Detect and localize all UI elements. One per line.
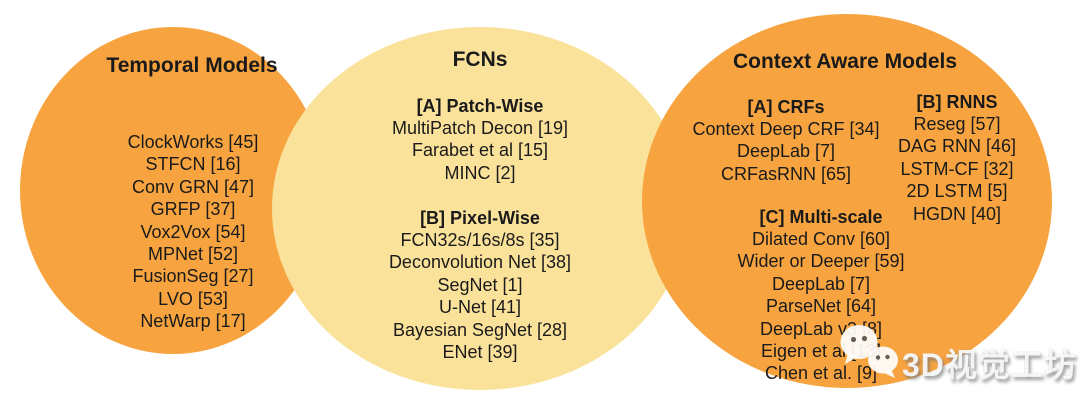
model-entry: U-Net [41] bbox=[438, 297, 522, 318]
model-entry: CRFasRNN [65] bbox=[720, 163, 852, 184]
model-entry: STFCN [16] bbox=[145, 154, 241, 175]
model-entry: MultiPatch Decon [19] bbox=[391, 118, 569, 138]
fcns-ellipse bbox=[272, 27, 688, 390]
watermark: 3D视觉工坊 bbox=[838, 322, 1077, 389]
model-entry: FusionSeg [27] bbox=[132, 266, 254, 287]
fcns-title: FCNs bbox=[452, 48, 508, 71]
model-entry: Reseg [57] bbox=[913, 114, 1001, 134]
model-entry: GRFP [37] bbox=[150, 199, 236, 220]
context-multi-scale-label: [C] Multi-scale bbox=[759, 207, 883, 227]
fcns-pixel-wise-list: FCN32s/16s/8s [35] Deconvolution Net [38… bbox=[330, 229, 630, 363]
fcns-pixel-wise-label: [B] Pixel-Wise bbox=[420, 208, 540, 228]
model-entry: MINC [2] bbox=[444, 162, 516, 183]
model-entry: Conv GRN [47] bbox=[131, 176, 255, 197]
model-entry: MPNet [52] bbox=[147, 244, 239, 265]
fcns-patch-wise-label: [A] Patch-Wise bbox=[416, 96, 544, 116]
model-entry: SegNet [1] bbox=[437, 274, 523, 295]
watermark-text: 3D视觉工坊 bbox=[902, 347, 1077, 383]
context-crfs-label: [A] CRFs bbox=[747, 97, 825, 117]
context-multi-scale-list: Dilated Conv [60] Wider or Deeper [59] D… bbox=[691, 228, 951, 385]
model-entry: LSTM-CF [32] bbox=[900, 158, 1014, 179]
model-entry: ParseNet [64] bbox=[765, 296, 877, 317]
model-entry: Deconvolution Net [38] bbox=[388, 252, 572, 273]
model-entry: LVO [53] bbox=[158, 288, 228, 309]
model-entry: NetWarp [17] bbox=[140, 311, 246, 332]
model-entry: Chen et al. [9] bbox=[764, 363, 878, 384]
model-entry: ENet [39] bbox=[442, 342, 518, 363]
model-entry: Dilated Conv [60] bbox=[751, 229, 891, 249]
model-entry: FCN32s/16s/8s [35] bbox=[400, 230, 560, 250]
model-entry: DAG RNN [46] bbox=[897, 136, 1017, 157]
temporal-models-list: ClockWorks [45] STFCN [16] Conv GRN [47]… bbox=[43, 131, 343, 333]
model-entry: Context Deep CRF [34] bbox=[692, 119, 880, 139]
context-crfs-list: Context Deep CRF [34] DeepLab [7] CRFasR… bbox=[656, 118, 916, 185]
model-entry: HGDN [40] bbox=[912, 203, 1002, 224]
fcns-patch-wise-list: MultiPatch Decon [19] Farabet et al [15]… bbox=[330, 117, 630, 184]
model-entry: ClockWorks [45] bbox=[127, 132, 259, 152]
model-entry: Wider or Deeper [59] bbox=[737, 251, 905, 272]
model-entry: DeepLab [7] bbox=[771, 273, 871, 294]
model-entry: 2D LSTM [5] bbox=[906, 181, 1008, 202]
wechat-icon bbox=[838, 322, 904, 389]
model-entry: Bayesian SegNet [28] bbox=[392, 319, 568, 340]
model-entry: DeepLab [7] bbox=[736, 141, 836, 162]
temporal-models-title: Temporal Models bbox=[106, 54, 278, 77]
context-aware-models-ellipse bbox=[642, 14, 1052, 388]
model-entry: Vox2Vox [54] bbox=[140, 221, 246, 242]
context-aware-models-title: Context Aware Models bbox=[732, 50, 958, 73]
model-entry: Farabet et al [15] bbox=[411, 140, 549, 161]
context-rnns-list: Reseg [57] DAG RNN [46] LSTM-CF [32] 2D … bbox=[857, 113, 1057, 225]
context-rnns-label: [B] RNNS bbox=[916, 92, 998, 112]
